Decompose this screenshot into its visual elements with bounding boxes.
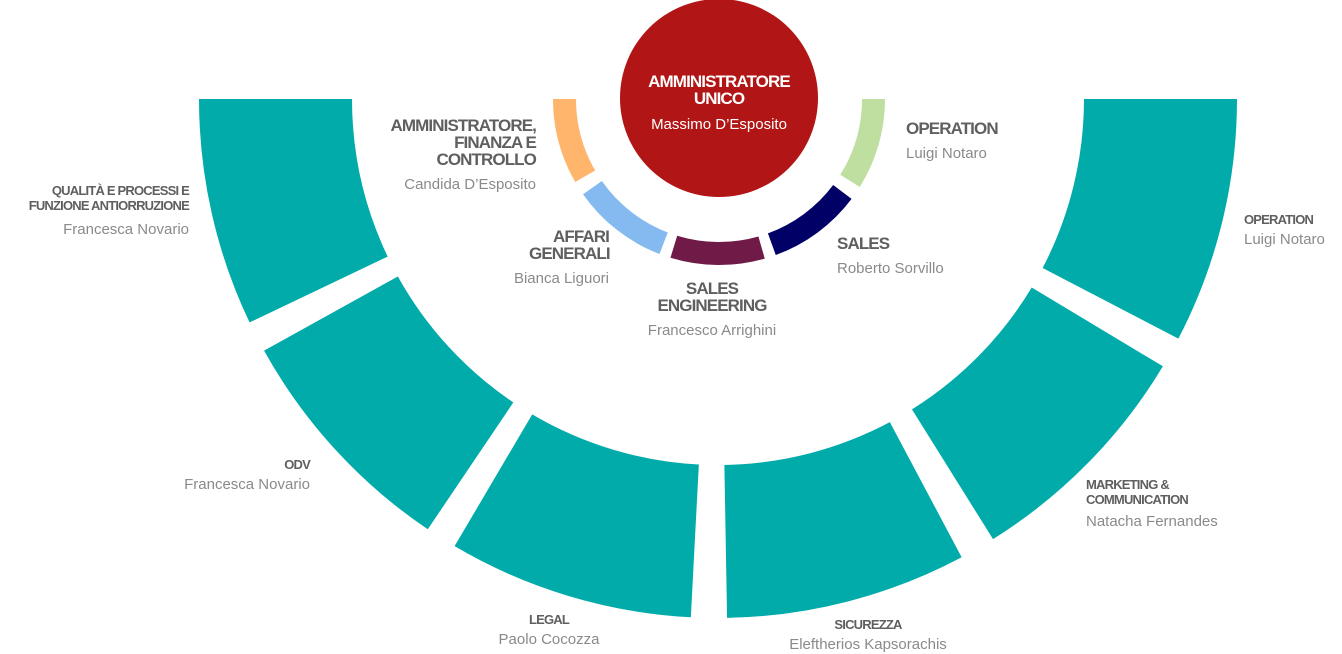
outer-segment[interactable] bbox=[264, 276, 514, 530]
center-label: AMMINISTRATORE UNICO Massimo D’Esposito bbox=[619, 73, 819, 133]
unit-name: Francesca Novario bbox=[184, 476, 310, 493]
inner-segment[interactable] bbox=[767, 185, 852, 255]
center-circle bbox=[620, 0, 818, 197]
unit-name: Bianca Liguori bbox=[513, 270, 609, 287]
inner-unit-sales[interactable]: SALES Roberto Sorvillo bbox=[837, 235, 944, 278]
unit-title: AFFARI GENERALI bbox=[529, 227, 611, 263]
outer-segment[interactable] bbox=[1042, 99, 1237, 339]
outer-segment[interactable] bbox=[724, 422, 962, 618]
unit-title: QUALITÀ E PROCESSI E FUNZIONE ANTIORRUZI… bbox=[28, 183, 190, 213]
unit-name: Francesco Arrighini bbox=[647, 322, 777, 339]
outer-unit-qualita[interactable]: QUALITÀ E PROCESSI E FUNZIONE ANTIORRUZI… bbox=[0, 183, 190, 239]
outer-ring bbox=[199, 99, 1237, 618]
inner-segment[interactable] bbox=[840, 99, 885, 187]
outer-segment[interactable] bbox=[911, 287, 1163, 540]
center-name: Massimo D’Esposito bbox=[651, 116, 787, 133]
inner-unit-operation[interactable]: OPERATION Luigi Notaro bbox=[906, 119, 999, 163]
outer-unit-marketing[interactable]: MARKETING & COMMUNICATION Natacha Fernan… bbox=[1086, 477, 1218, 531]
unit-name: Francesca Novario bbox=[63, 221, 189, 238]
unit-title: MARKETING & COMMUNICATION bbox=[1086, 477, 1189, 507]
outer-unit-sicurezza[interactable]: SICUREZZA Eleftherios Kapsorachis bbox=[768, 617, 968, 654]
unit-name: Roberto Sorvillo bbox=[837, 260, 944, 277]
unit-title: LEGAL bbox=[528, 612, 570, 627]
inner-segment[interactable] bbox=[670, 235, 765, 265]
center-title: AMMINISTRATORE UNICO bbox=[648, 72, 791, 108]
unit-name: Paolo Cocozza bbox=[498, 631, 600, 648]
outer-segment[interactable] bbox=[454, 414, 699, 618]
unit-title: ODV bbox=[284, 457, 311, 472]
outer-unit-legal[interactable]: LEGAL Paolo Cocozza bbox=[449, 612, 649, 649]
unit-title: AMMINISTRATORE, FINANZA E CONTROLLO bbox=[390, 116, 537, 169]
unit-name: Candida D’Esposito bbox=[404, 176, 536, 193]
unit-name: Natacha Fernandes bbox=[1086, 513, 1218, 530]
unit-name: Luigi Notaro bbox=[906, 145, 987, 162]
inner-unit-afc[interactable]: AMMINISTRATORE, FINANZA E CONTROLLO Cand… bbox=[366, 116, 537, 194]
unit-title: OPERATION bbox=[1244, 212, 1314, 227]
outer-segment[interactable] bbox=[199, 99, 388, 323]
inner-segment[interactable] bbox=[583, 181, 668, 254]
unit-title: SALES ENGINEERING bbox=[657, 279, 767, 315]
inner-segment[interactable] bbox=[553, 99, 596, 182]
outer-unit-operation[interactable]: OPERATION Luigi Notaro bbox=[1244, 212, 1325, 249]
unit-title: OPERATION bbox=[906, 119, 999, 138]
outer-unit-odv[interactable]: ODV Francesca Novario bbox=[110, 457, 311, 494]
unit-name: Luigi Notaro bbox=[1244, 231, 1325, 248]
unit-title: SICUREZZA bbox=[834, 617, 902, 632]
inner-unit-affari-generali[interactable]: AFFARI GENERALI Bianca Liguori bbox=[489, 227, 611, 288]
inner-unit-sales-engineering[interactable]: SALES ENGINEERING Francesco Arrighini bbox=[612, 280, 812, 340]
unit-title: SALES bbox=[837, 234, 890, 253]
unit-name: Eleftherios Kapsorachis bbox=[789, 636, 947, 653]
inner-ring bbox=[553, 99, 885, 265]
